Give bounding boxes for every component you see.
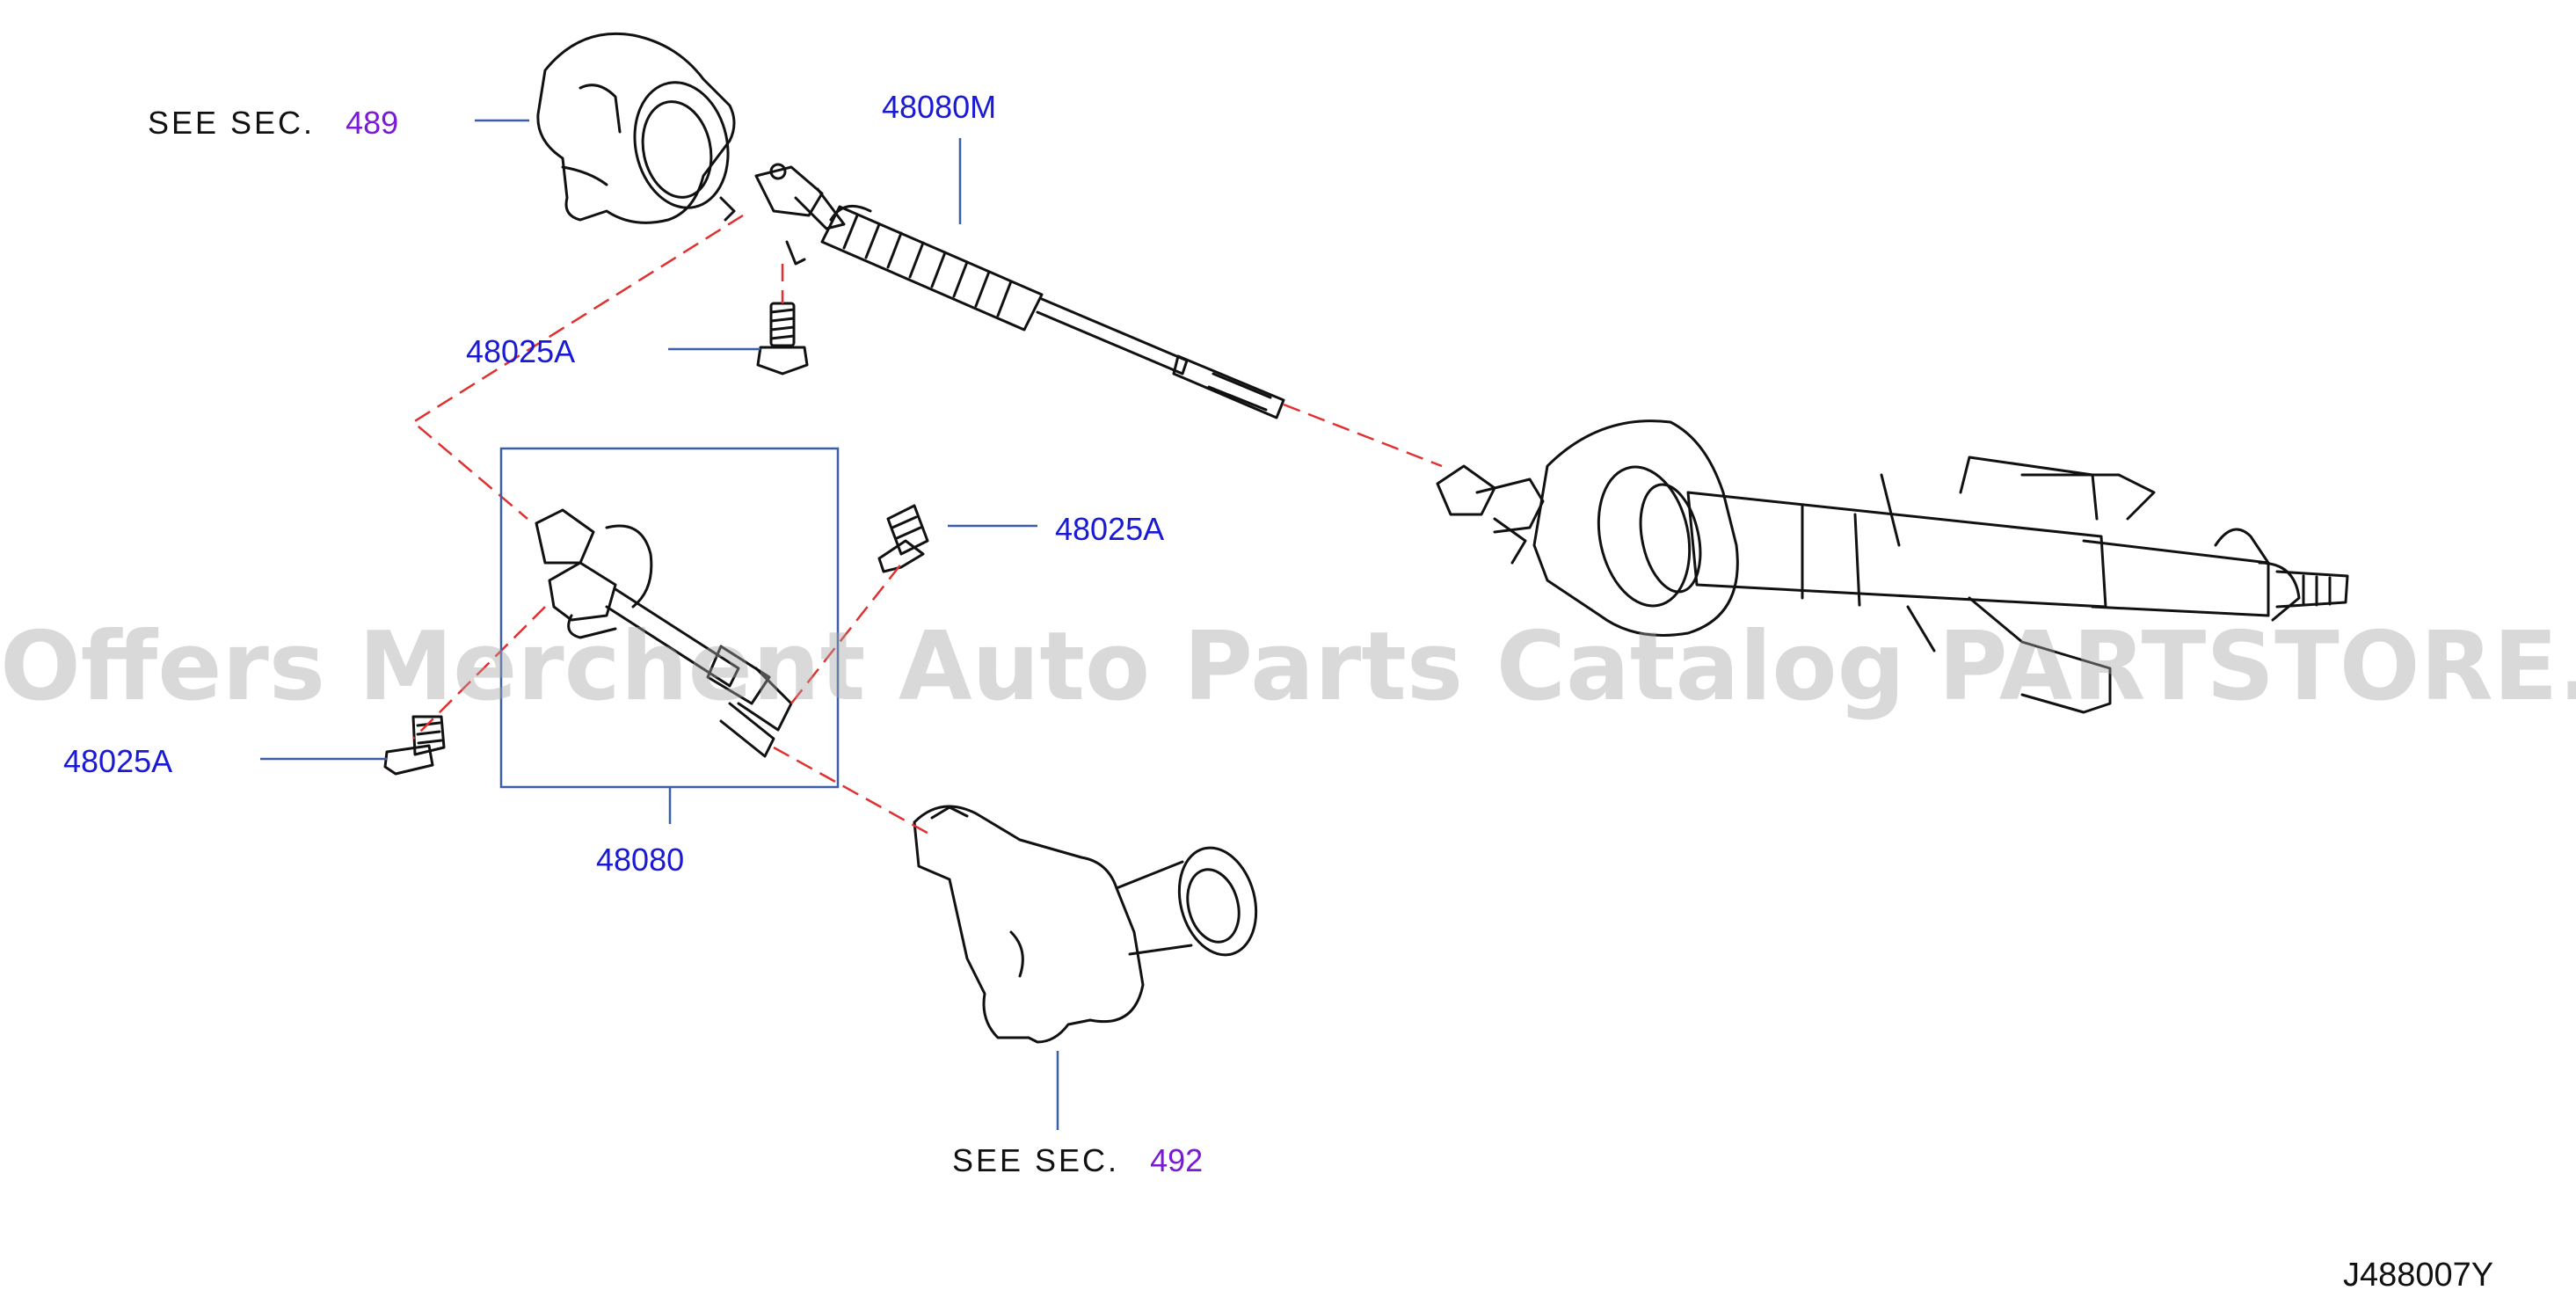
see-sec-text: SEE SEC. <box>952 1142 1120 1178</box>
callout-box-48080 <box>499 447 840 789</box>
part-label-48025A-top[interactable]: 48025A <box>466 333 576 369</box>
dashline-lower-to-bolt-right <box>790 558 906 704</box>
section-number-489[interactable]: 489 <box>346 105 399 141</box>
steering-gear-upper-component <box>536 32 736 224</box>
bolt-48025A-left <box>383 715 446 776</box>
dashline-lower-to-gearbox <box>773 746 933 837</box>
dashline-shaft-to-column <box>1283 403 1443 468</box>
part-label-48080[interactable]: 48080 <box>596 842 685 878</box>
part-label-48025A-right[interactable]: 48025A <box>1055 511 1165 547</box>
dashline-upper-left <box>411 214 744 520</box>
lower-shaft-48080 <box>535 508 793 758</box>
see-section-492-label[interactable]: SEE SEC. 492 <box>952 1143 1203 1178</box>
steering-column-assembly <box>1436 419 2349 714</box>
diagram-code: J488007Y <box>2343 1257 2494 1294</box>
steering-gear-box-component <box>913 805 1258 1044</box>
bolt-48025A-upper <box>756 302 809 375</box>
dashline-lower-to-bolt-left <box>412 606 546 740</box>
see-section-489-label[interactable]: SEE SEC. 489 <box>148 106 398 141</box>
part-label-48080M[interactable]: 48080M <box>882 89 997 125</box>
bolt-48025A-right <box>877 504 929 573</box>
section-number-492[interactable]: 492 <box>1150 1142 1204 1178</box>
intermediate-shaft-48080M <box>754 163 1285 419</box>
see-sec-text: SEE SEC. <box>148 105 316 141</box>
part-label-48025A-left[interactable]: 48025A <box>63 743 173 779</box>
